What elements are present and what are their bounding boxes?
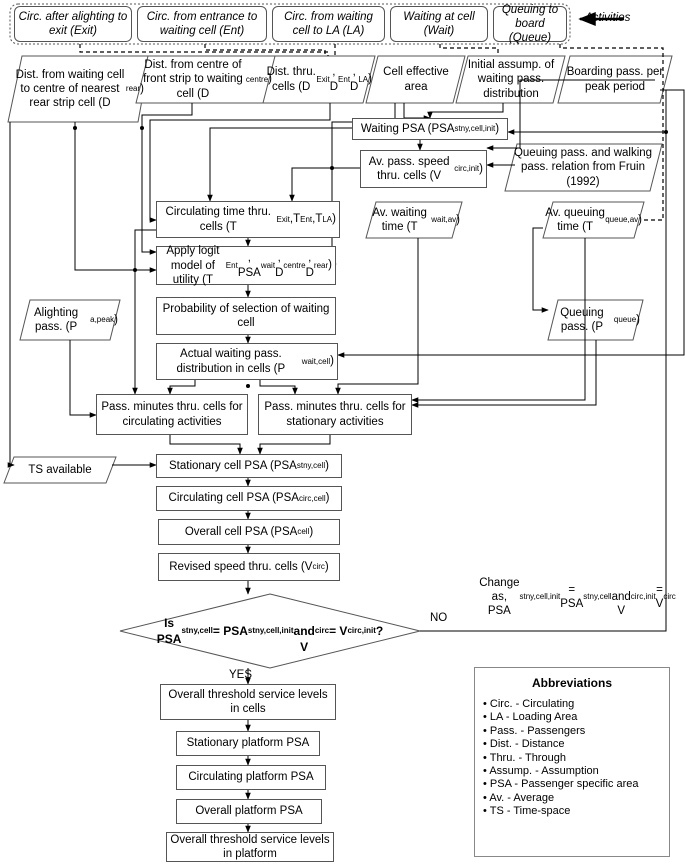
input-dist-rear: Dist. from waiting cell to centre of nea… bbox=[15, 68, 144, 109]
dashed-link-wait bbox=[439, 44, 499, 56]
label-yes: YES bbox=[229, 669, 253, 681]
edge-av-waiting-to-minutes-stat bbox=[335, 238, 419, 395]
edge-speed-to-circ-time bbox=[289, 167, 360, 202]
activity-la: Circ. from waiting cell to LA (LA) bbox=[272, 6, 385, 42]
input-shape-av-waiting bbox=[365, 201, 463, 239]
process-circulating-platform: Circulating platform PSA bbox=[176, 765, 326, 790]
abbreviation-item: Assump. - Assumption bbox=[483, 765, 661, 778]
input-shape-av-queuing bbox=[542, 201, 645, 239]
process-stationary-platform: Stationary platform PSA bbox=[176, 731, 320, 756]
decision-diamond bbox=[119, 593, 421, 669]
abbreviation-item: Circ. - Circulating bbox=[483, 698, 661, 711]
edge-decision-no-loop bbox=[420, 89, 667, 632]
input-boarding-pass: Boarding pass. per peak period bbox=[566, 66, 664, 93]
edge-boarding-to-speed bbox=[486, 79, 655, 151]
junction-dot bbox=[664, 130, 668, 134]
activity-exit: Circ. after alighting to exit (Exit) bbox=[14, 6, 132, 42]
edge-av-queuing-to-minutes-stat bbox=[411, 238, 586, 403]
input-shape-dist-rear bbox=[7, 55, 151, 123]
dashed-link-queue bbox=[559, 44, 664, 221]
edge-dist-rear-to-ts bbox=[7, 122, 15, 468]
input-shape-queuing-pass bbox=[547, 299, 644, 341]
edge-boarding-to-actual bbox=[337, 89, 685, 358]
edge-dist-cells-to-circ-time bbox=[149, 103, 331, 223]
abbreviation-item: Dist. - Distance bbox=[483, 738, 661, 751]
process-minutes-stat: Pass. minutes thru. cells for stationary… bbox=[258, 394, 412, 435]
dashed-link-exit bbox=[79, 44, 329, 56]
edge-minutes-circ-to-stationary bbox=[169, 435, 243, 455]
junction-dot bbox=[133, 268, 137, 272]
activities-legend: Activities bbox=[585, 12, 630, 24]
edge-initial-to-waiting-psa bbox=[427, 103, 504, 119]
input-shape-fruin bbox=[504, 143, 663, 192]
input-fruin: Queuing pass. and walking pass. relation… bbox=[513, 147, 653, 188]
junction-dot bbox=[140, 126, 144, 130]
edge-queuing-pass-to-minutes-stat bbox=[411, 340, 597, 408]
junction-dot bbox=[330, 166, 334, 170]
abbreviation-item: TS - Time-space bbox=[483, 805, 661, 818]
edge-av-queuing-to-queuing-pass bbox=[532, 227, 549, 313]
input-ts-available: TS available bbox=[28, 463, 92, 476]
abbreviations-title: Abbreviations bbox=[531, 676, 612, 690]
input-shape-ts-available bbox=[3, 456, 117, 484]
abbreviation-item: LA - Loading Area bbox=[483, 711, 661, 724]
abbreviation-item: Av. - Average bbox=[483, 792, 661, 805]
input-shape-effective-area bbox=[365, 55, 466, 104]
process-threshold-platform: Overall threshold service levels in plat… bbox=[166, 832, 334, 862]
input-shape-dist-cells bbox=[262, 55, 376, 104]
abbreviations-panel: Abbreviations Circ. - CirculatingLA - Lo… bbox=[474, 667, 670, 857]
edge-waiting-psa-to-circ-time bbox=[207, 127, 352, 202]
dashed-link-ent bbox=[204, 44, 326, 56]
activities-legend-label: Activities bbox=[585, 12, 631, 24]
junction-dot bbox=[246, 384, 250, 388]
edge-alighting-to-minutes-circ bbox=[69, 340, 97, 418]
process-minutes-circ: Pass. minutes thru. cells for circulatin… bbox=[96, 394, 248, 435]
abbreviation-item: Pass. - Passengers bbox=[483, 725, 661, 738]
edge-circ-time-to-minutes-circ bbox=[132, 229, 156, 395]
edge-actual-to-minutes-circ bbox=[167, 380, 196, 395]
edge-dist-centre-to-logit bbox=[141, 103, 193, 255]
abbreviation-item: Thru. - Through bbox=[483, 752, 661, 765]
input-shape-alighting bbox=[19, 299, 121, 341]
process-overall-platform: Overall platform PSA bbox=[176, 799, 322, 824]
edge-minutes-stat-to-stationary bbox=[257, 435, 331, 455]
edge-actual-to-minutes-stat bbox=[259, 380, 298, 395]
edge-dist-rear-to-logit bbox=[74, 122, 157, 273]
junction-dot bbox=[73, 126, 77, 130]
input-initial-assump: Initial assump. of waiting pass. distrib… bbox=[467, 59, 555, 100]
activities-group-outline bbox=[9, 3, 571, 45]
activity-queue: Queuing to board (Queue) bbox=[493, 4, 567, 44]
input-shape-initial-assump bbox=[455, 55, 566, 104]
process-actual-dist: Actual waiting pass. distribution in cel… bbox=[156, 343, 338, 380]
abbreviations-list: Circ. - CirculatingLA - Loading AreaPass… bbox=[483, 698, 661, 819]
process-probability: Probability of selection of waiting cell bbox=[156, 297, 336, 335]
activity-ent: Circ. from entrance to waiting cell (Ent… bbox=[137, 6, 267, 42]
input-dist-centre: Dist. from centre of front strip to wait… bbox=[143, 59, 272, 100]
process-threshold-cells: Overall threshold service levels in cell… bbox=[160, 684, 336, 720]
input-effective-area: Cell effective area bbox=[383, 66, 449, 93]
abbreviation-item: PSA - Passenger specific area bbox=[483, 778, 661, 791]
label-no: NO bbox=[430, 612, 448, 624]
activity-wait: Waiting at cell (Wait) bbox=[390, 6, 488, 42]
